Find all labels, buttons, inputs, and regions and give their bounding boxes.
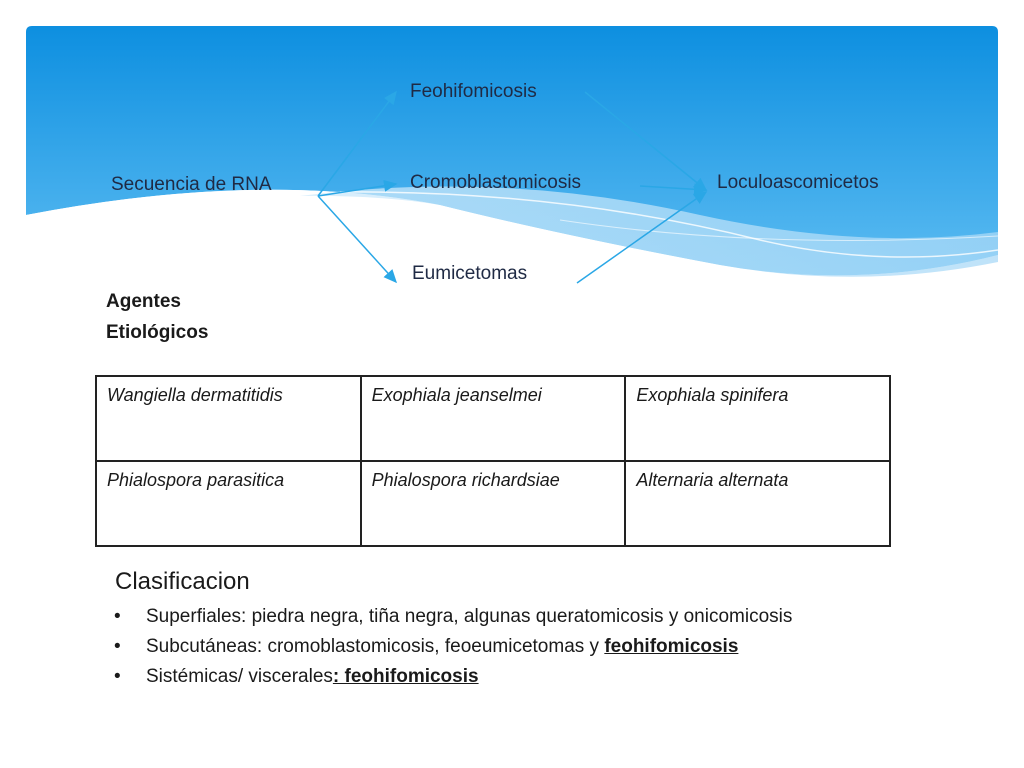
agents-heading-line1: Agentes — [106, 291, 181, 312]
table-cell: Exophiala jeanselmei — [359, 375, 627, 462]
agents-heading: Agentes Etiológicos — [106, 286, 208, 348]
list-item: • Superfiales: piedra negra, tiña negra,… — [112, 602, 932, 632]
diagram-result-label: Loculoascomicetos — [717, 172, 879, 193]
table-cell: Phialospora parasitica — [95, 460, 362, 547]
arrow-to-feohifomicosis — [317, 90, 397, 197]
diagram-source-label: Secuencia de RNA — [111, 174, 272, 195]
list-item-text: Sistémicas/ viscerales — [146, 666, 333, 687]
table-row: Phialospora parasitica Phialospora richa… — [95, 460, 891, 547]
table-row: Wangiella dermatitidis Exophiala jeansel… — [95, 375, 891, 462]
table-cell: Wangiella dermatitidis — [95, 375, 362, 462]
agents-heading-line2: Etiológicos — [106, 322, 209, 343]
table-cell: Alternaria alternata — [624, 460, 891, 547]
list-item-emphasis: : feohifomicosis — [332, 666, 479, 687]
clasificacion-list: • Superfiales: piedra negra, tiña negra,… — [112, 602, 932, 692]
list-item-text: Subcutáneas: cromoblastomicosis, feoeumi… — [146, 636, 605, 657]
list-item-text: Superfiales: piedra negra, tiña negra, a… — [146, 606, 793, 627]
arrow-cromo-to-loculo — [639, 183, 708, 196]
arrow-to-cromoblastomicosis — [317, 179, 398, 197]
clasificacion-title: Clasificacion — [115, 568, 250, 595]
diagram-target-feohifomicosis: Feohifomicosis — [410, 81, 537, 102]
bullet-icon: • — [114, 606, 121, 627]
diagram-target-eumicetomas: Eumicetomas — [412, 263, 528, 284]
header-banner — [26, 26, 999, 300]
list-item: • Subcutáneas: cromoblastomicosis, feoeu… — [112, 632, 932, 662]
table-cell: Exophiala spinifera — [624, 375, 891, 462]
arrow-feohifo-to-loculo — [584, 91, 708, 191]
list-item: • Sistémicas/ viscerales: feohifomicosis — [112, 662, 932, 692]
diagram-target-cromoblastomicosis: Cromoblastomicosis — [410, 172, 582, 193]
bullet-icon: • — [114, 666, 121, 687]
list-item-emphasis: feohifomicosis — [604, 636, 739, 657]
arrow-eumi-to-loculo — [576, 191, 708, 284]
table-cell: Phialospora richardsiae — [359, 460, 627, 547]
agents-table: Wangiella dermatitidis Exophiala jeansel… — [95, 375, 891, 547]
arrow-to-eumicetomas — [317, 195, 398, 284]
bullet-icon: • — [114, 636, 121, 657]
